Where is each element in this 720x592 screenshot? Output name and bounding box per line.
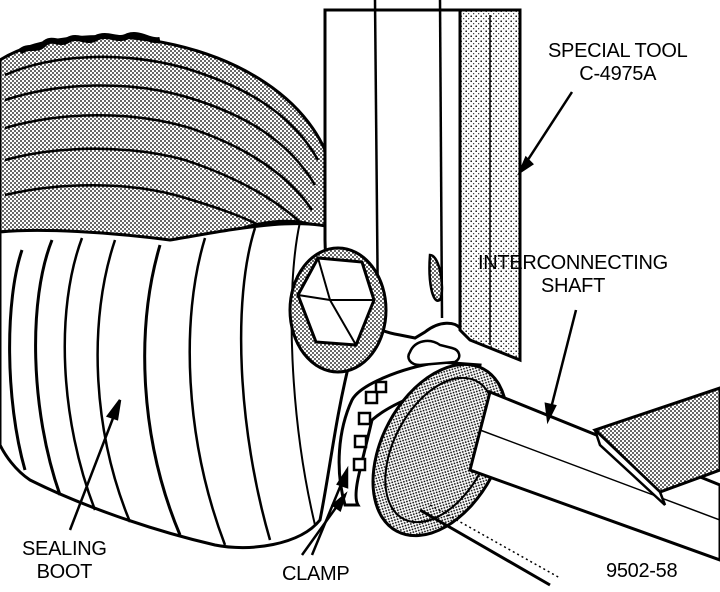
- bench-block: [592, 386, 720, 506]
- label-clamp: CLAMP: [282, 563, 350, 586]
- label-interconnecting-shaft-line2: SHAFT: [540, 275, 605, 297]
- sealing-boot-body: [0, 221, 352, 550]
- label-interconnecting-shaft-line1: INTERCONNECTING: [478, 252, 668, 274]
- label-special-tool-line1: SPECIAL TOOL: [548, 40, 688, 62]
- figure-number: 9502-58: [606, 560, 678, 582]
- band-clamp: [337, 339, 482, 507]
- label-sealing-boot-line1: SEALING: [22, 538, 107, 560]
- label-clamp-text: CLAMP: [282, 563, 350, 585]
- label-interconnecting-shaft: INTERCONNECTING SHAFT: [478, 252, 668, 298]
- label-special-tool: SPECIAL TOOL C-4975A: [548, 40, 688, 86]
- label-sealing-boot-line2: BOOT: [36, 561, 93, 583]
- label-sealing-boot: SEALING BOOT: [22, 538, 107, 584]
- label-special-tool-line2: C-4975A: [579, 63, 657, 85]
- leader-lines: [68, 91, 578, 556]
- tool-bolt: [288, 246, 388, 374]
- boot-upper-convolutions: [0, 32, 327, 244]
